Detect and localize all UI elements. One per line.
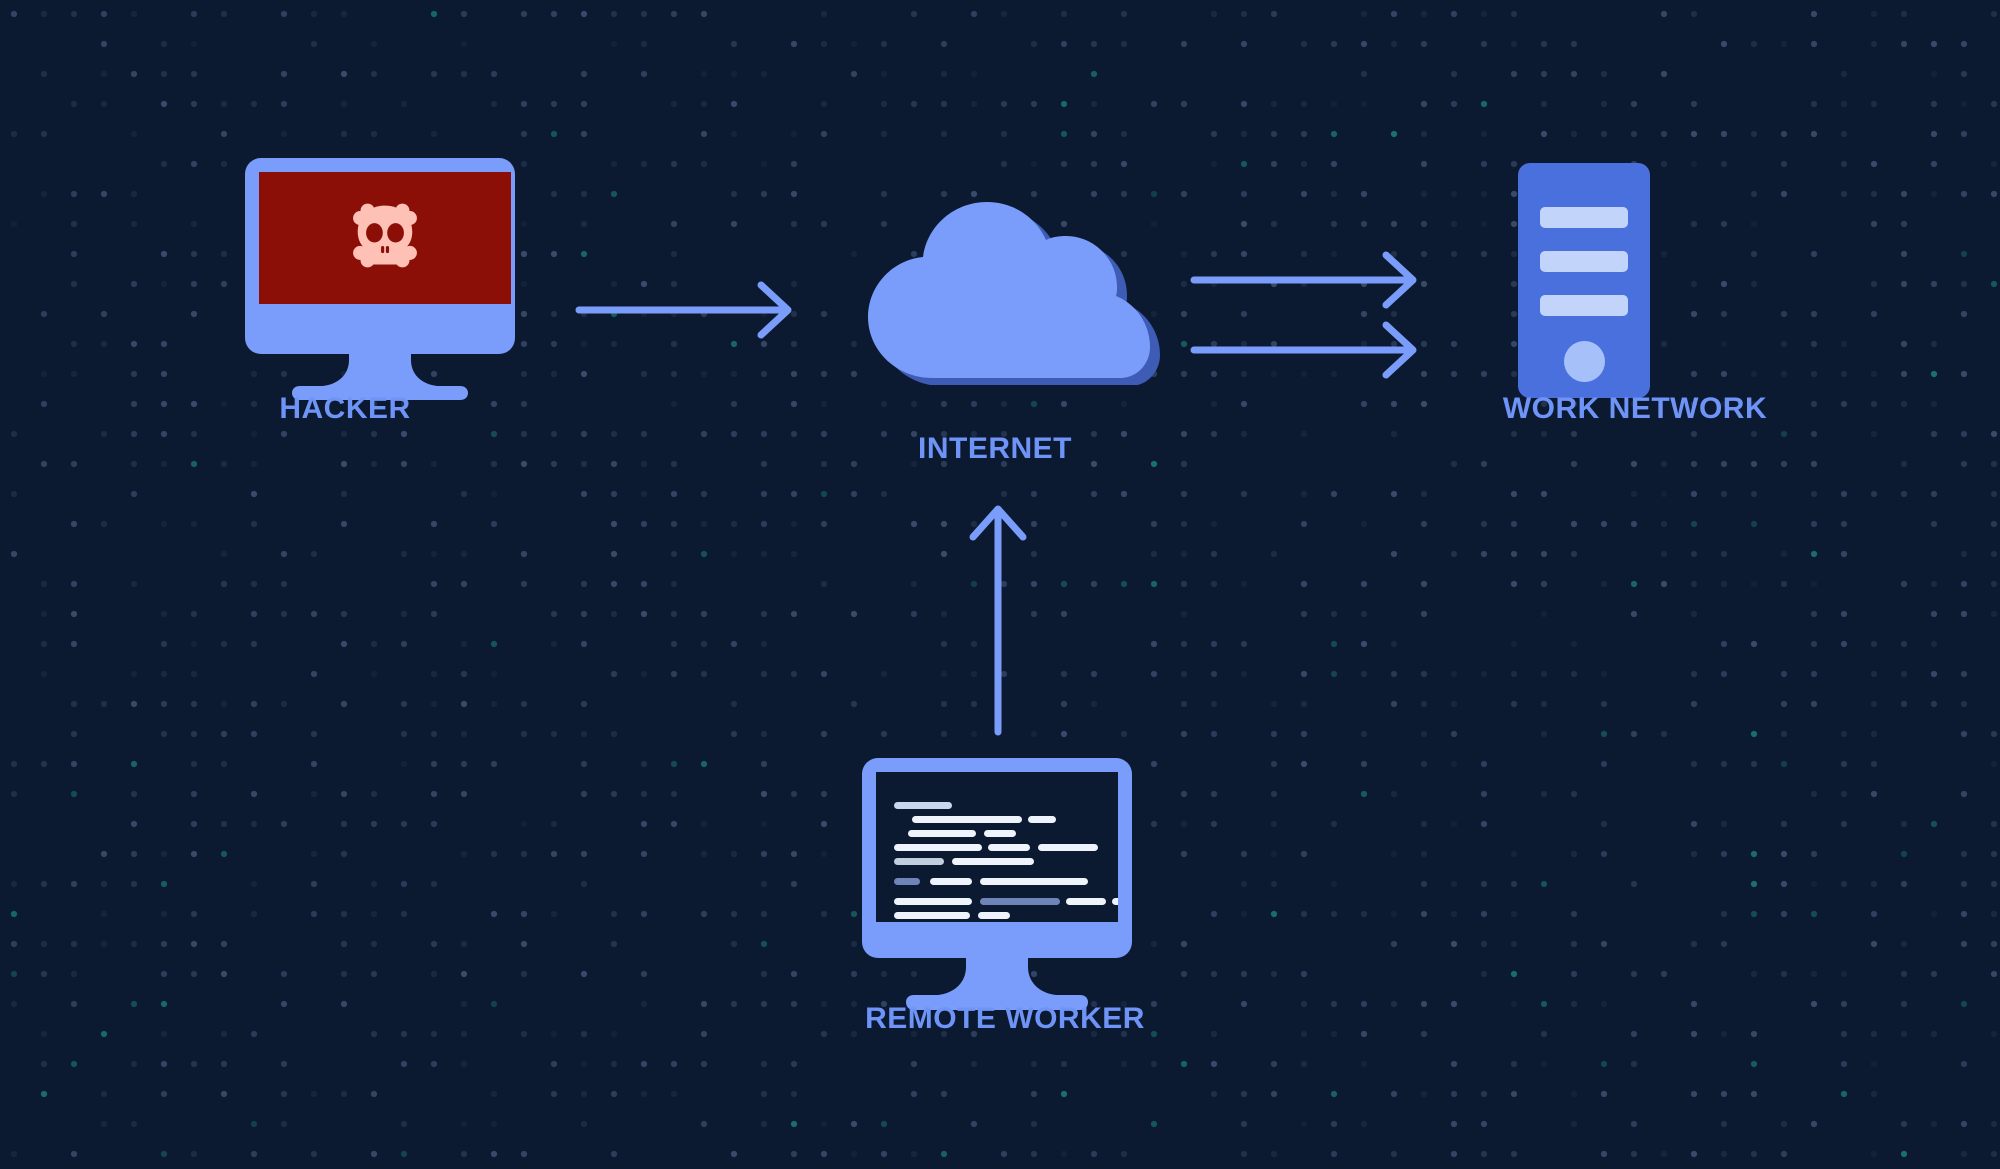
- arrow-internet-to-work-network-upper: [1190, 251, 1417, 309]
- code-editor-content: [894, 788, 1118, 919]
- code-line-segment: [1028, 816, 1056, 823]
- server-tower-icon: [1518, 163, 1650, 398]
- code-line-segment: [894, 878, 920, 885]
- code-line-segment: [1112, 898, 1118, 905]
- code-line-segment: [912, 816, 1022, 823]
- node-label-work-network: WORK NETWORK: [1502, 392, 1768, 425]
- code-line-segment: [894, 858, 944, 865]
- node-hacker[interactable]: HACKER: [200, 150, 515, 425]
- node-internet[interactable]: INTERNET: [830, 200, 1160, 465]
- code-line-segment: [980, 898, 1060, 905]
- code-line-segment: [894, 898, 972, 905]
- remote-worker-screen-code: [876, 772, 1118, 922]
- code-line-segment: [980, 878, 1088, 885]
- arrow-remote-worker-to-internet: [969, 505, 1027, 736]
- code-line-segment: [978, 912, 1010, 919]
- server-power-led-icon: [1564, 341, 1605, 382]
- node-remote-worker[interactable]: REMOTE WORKER: [830, 750, 1180, 1070]
- code-line-segment: [894, 802, 952, 809]
- arrow-internet-to-work-network-lower: [1190, 321, 1417, 379]
- code-line-segment: [988, 844, 1030, 851]
- hacker-screen-compromised: [259, 172, 511, 304]
- node-label-internet: INTERNET: [918, 432, 1072, 465]
- hacker-monitor-stand: [292, 340, 468, 400]
- cloud-icon: [868, 202, 1160, 385]
- code-line-segment: [894, 844, 982, 851]
- node-work-network[interactable]: WORK NETWORK: [1500, 150, 1770, 425]
- node-label-hacker: HACKER: [279, 392, 411, 425]
- remote-worker-monitor-stand: [906, 945, 1088, 1010]
- node-label-remote-worker: REMOTE WORKER: [865, 1002, 1145, 1035]
- code-line-segment: [1066, 898, 1106, 905]
- code-line-segment: [908, 830, 976, 837]
- code-line-segment: [1038, 844, 1098, 851]
- code-line-segment: [894, 912, 970, 919]
- code-line-segment: [952, 858, 1034, 865]
- server-status-bar: [1540, 251, 1628, 272]
- arrow-hacker-to-internet: [575, 281, 792, 339]
- code-line-segment: [930, 878, 972, 885]
- server-status-bar: [1540, 295, 1628, 316]
- code-line-segment: [984, 830, 1016, 837]
- server-status-bar: [1540, 207, 1628, 228]
- skull-and-crossbones-icon: [341, 192, 429, 285]
